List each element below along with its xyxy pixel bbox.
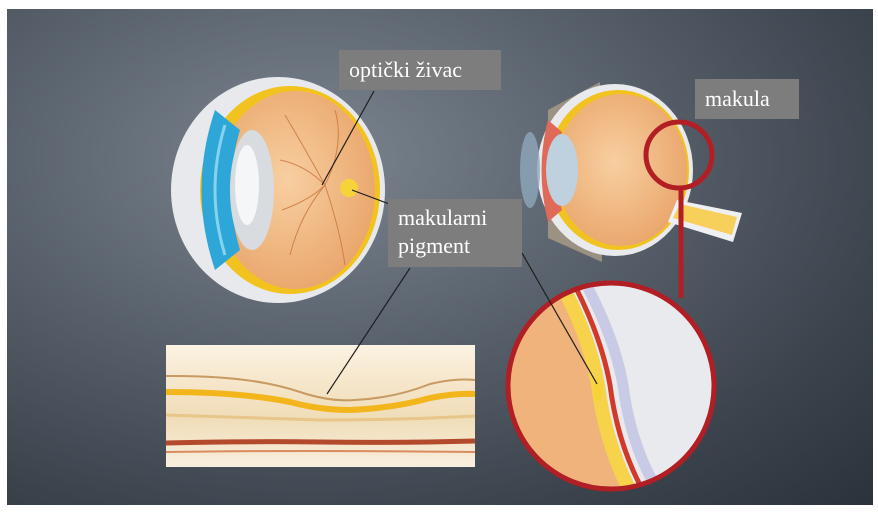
macula-label: makula: [695, 79, 799, 119]
side-lens: [546, 134, 578, 206]
cornea: [520, 132, 540, 208]
rpe-band: [166, 441, 475, 443]
macular-pigment-label: makularni pigment: [388, 199, 522, 267]
optic-nerve-label: optički živac: [339, 50, 501, 90]
oct-scan: [166, 345, 475, 467]
macular-pigment-label-line1: makularni: [398, 204, 512, 232]
macular-pigment-label-line2: pigment: [398, 232, 512, 260]
macula-spot-left: [340, 179, 358, 197]
macula-magnified-inset: [508, 283, 714, 489]
